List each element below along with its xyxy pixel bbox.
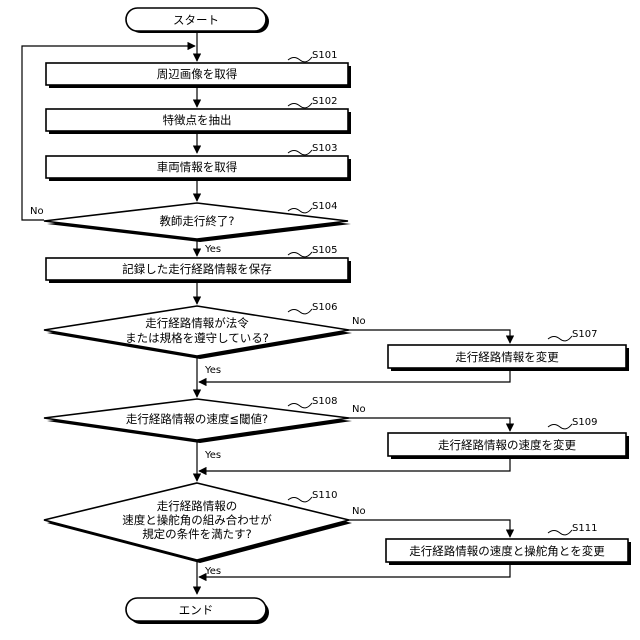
- step-s102-id: S102: [312, 96, 337, 107]
- decision-s110-line3: 規定の条件を満たす?: [142, 527, 252, 541]
- s106-yes-label: Yes: [204, 365, 221, 376]
- decision-s110-line2: 速度と操舵角の組み合わせが: [122, 513, 272, 527]
- step-s106-id: S106: [312, 302, 337, 313]
- decision-s106-line2: または規格を遵守している?: [125, 331, 269, 345]
- step-s105-label: 記録した走行経路情報を保存: [122, 262, 272, 276]
- decision-s108: 走行経路情報の速度≦閾値? S108 No Yes: [44, 396, 366, 461]
- start-terminal: スタート: [126, 8, 269, 33]
- s110-yes-label: Yes: [204, 566, 221, 577]
- step-s107-id: S107: [572, 329, 597, 340]
- step-s101-label: 周辺画像を取得: [157, 67, 238, 81]
- step-s101-id: S101: [312, 50, 337, 61]
- step-s105-id: S105: [312, 245, 337, 256]
- start-label: スタート: [173, 13, 219, 27]
- decision-s104-label: 教師走行終了?: [159, 214, 234, 228]
- step-s109-label: 走行経路情報の速度を変更: [438, 438, 576, 452]
- s106-no-label: No: [352, 316, 366, 327]
- end-terminal: エンド: [126, 598, 269, 624]
- step-s111: 走行経路情報の速度と操舵角とを変更 S111: [386, 523, 631, 565]
- step-s111-label: 走行経路情報の速度と操舵角とを変更: [409, 544, 605, 558]
- s110-no-label: No: [352, 506, 366, 517]
- step-s110-id: S110: [312, 490, 337, 501]
- step-s107: 走行経路情報を変更 S107: [388, 329, 629, 371]
- s104-yes-label: Yes: [204, 244, 221, 255]
- step-s103: 車両情報を取得 S103: [46, 143, 351, 181]
- decision-s108-label: 走行経路情報の速度≦閾値?: [126, 412, 268, 426]
- step-s108-id: S108: [312, 396, 337, 407]
- s108-no-label: No: [352, 404, 366, 415]
- decision-s106-line1: 走行経路情報が法令: [145, 316, 249, 330]
- step-s109-id: S109: [572, 417, 597, 428]
- step-s102: 特徴点を抽出 S102: [46, 96, 351, 134]
- decision-s110-line1: 走行経路情報の: [157, 499, 238, 513]
- step-s101: 周辺画像を取得 S101: [46, 50, 351, 88]
- step-s105: 記録した走行経路情報を保存 S105: [46, 245, 351, 283]
- s108-yes-label: Yes: [204, 450, 221, 461]
- step-s103-id: S103: [312, 143, 337, 154]
- step-s102-label: 特徴点を抽出: [163, 113, 232, 127]
- end-label: エンド: [179, 603, 214, 617]
- step-s107-label: 走行経路情報を変更: [455, 350, 559, 364]
- step-s111-id: S111: [572, 523, 597, 534]
- decision-s106: 走行経路情報が法令 または規格を遵守している? S106 No Yes: [44, 302, 366, 376]
- decision-s110: 走行経路情報の 速度と操舵角の組み合わせが 規定の条件を満たす? S110 No…: [44, 483, 366, 577]
- step-s109: 走行経路情報の速度を変更 S109: [388, 417, 629, 459]
- s104-no-label: No: [30, 206, 44, 217]
- step-s104-id: S104: [312, 201, 337, 212]
- decision-s104: 教師走行終了? S104 No Yes: [30, 201, 351, 255]
- step-s103-label: 車両情報を取得: [157, 160, 238, 174]
